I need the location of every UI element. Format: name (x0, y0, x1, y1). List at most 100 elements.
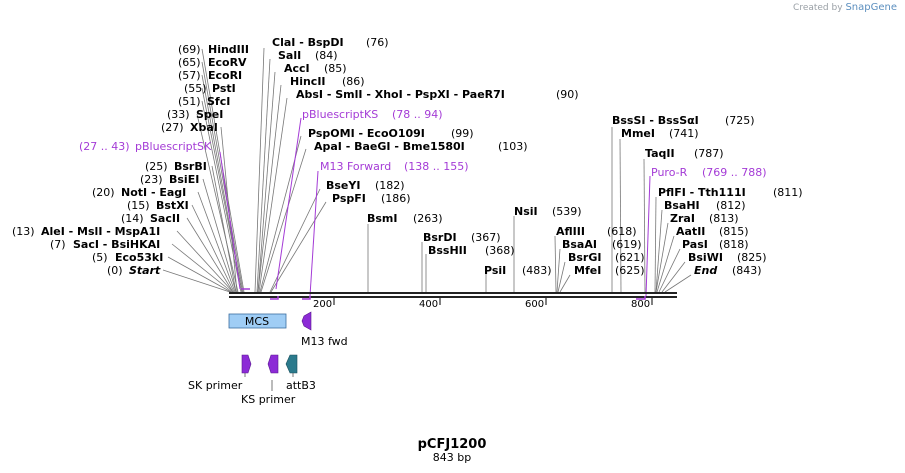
site-bstxi[interactable]: BstXI (156, 199, 189, 212)
site-pos: (55) (184, 82, 207, 95)
site-pos: (787) (694, 147, 724, 160)
site-bsiei[interactable]: BsiEI (169, 173, 199, 186)
site-pos: (368) (485, 244, 515, 257)
site-bseyi[interactable]: BseYI (326, 179, 360, 192)
site-pos: (23) (140, 173, 163, 186)
ruler: 200 400 600 800 (313, 298, 653, 310)
site-pos: (618) (607, 225, 637, 238)
feature-attb3[interactable]: attB3 (285, 354, 316, 392)
site-pos: (20) (92, 186, 115, 199)
site-alei-msli-mspa1i[interactable]: AleI - MslI - MspA1I (41, 225, 160, 238)
site-labels-left: (69) HindIII (65) EcoRV (57) EcoRI (55) … (12, 43, 249, 277)
primer-pos: (769 .. 788) (702, 166, 767, 179)
site-ecori[interactable]: EcoRI (208, 69, 242, 82)
site-psii[interactable]: PsiI (484, 264, 506, 277)
site-sali[interactable]: SalI (278, 49, 301, 62)
site-pos: (65) (178, 56, 201, 69)
primer-leaders (219, 117, 651, 297)
site-sfci[interactable]: SfcI (207, 95, 230, 108)
site-start[interactable]: Start (129, 264, 161, 277)
site-bsrgi[interactable]: BsrGI (568, 251, 601, 264)
site-hincii[interactable]: HincII (290, 75, 326, 88)
site-pos: (57) (178, 69, 201, 82)
site-mmei[interactable]: MmeI (621, 127, 655, 140)
site-pos: (69) (178, 43, 201, 56)
site-absi-group[interactable]: AbsI - SmlI - XhoI - PspXI - PaeR7I (296, 88, 505, 101)
site-end[interactable]: End (694, 264, 717, 277)
sequence-backbone (229, 292, 677, 298)
m13-fwd-label: M13 fwd (301, 335, 348, 348)
site-pos: (5) (92, 251, 108, 264)
site-bsaai[interactable]: BsaAI (562, 238, 597, 251)
site-noti-eagi[interactable]: NotI - EagI (121, 186, 186, 199)
site-acci[interactable]: AccI (284, 62, 310, 75)
site-pos: (84) (315, 49, 338, 62)
credit-brand: SnapGene (845, 2, 897, 13)
ruler-tick-400: 400 (419, 299, 438, 310)
site-pos: (812) (716, 199, 746, 212)
site-pos: (741) (669, 127, 699, 140)
primer-puro-r[interactable]: Puro-R (651, 166, 688, 179)
site-pos: (813) (709, 212, 739, 225)
site-taqii[interactable]: TaqII (645, 147, 675, 160)
site-sacii[interactable]: SacII (150, 212, 180, 225)
site-bsiwi[interactable]: BsiWI (688, 251, 723, 264)
site-clai-bspdi[interactable]: ClaI - BspDI (272, 36, 344, 49)
site-pspomi-ecoo109i[interactable]: PspOMI - EcoO109I (308, 127, 425, 140)
site-afliii[interactable]: AflIII (556, 225, 585, 238)
site-pos: (7) (50, 238, 66, 251)
site-pos: (483) (522, 264, 552, 277)
site-psti[interactable]: PstI (212, 82, 236, 95)
credit-prefix: Created by (793, 3, 843, 13)
primer-pbluescriptks[interactable]: pBluescriptKS (302, 108, 378, 121)
site-mfei[interactable]: MfeI (574, 264, 601, 277)
primer-m13-forward[interactable]: M13 Forward (320, 160, 391, 173)
site-pasi[interactable]: PasI (682, 238, 708, 251)
site-pos: (825) (737, 251, 767, 264)
feature-sk-primer[interactable]: SK primer (188, 354, 252, 392)
site-aatii[interactable]: AatII (676, 225, 705, 238)
site-pos: (625) (615, 264, 645, 277)
site-pos: (85) (324, 62, 347, 75)
site-bsahi[interactable]: BsaHI (664, 199, 700, 212)
site-pflfi-tth111i[interactable]: PflFI - Tth111I (658, 186, 746, 199)
site-pos: (263) (413, 212, 443, 225)
site-pos: (86) (342, 75, 365, 88)
site-bsshii[interactable]: BssHII (428, 244, 467, 257)
feature-m13-fwd[interactable]: M13 fwd (301, 311, 348, 348)
ruler-tick-200: 200 (313, 299, 332, 310)
site-xbai[interactable]: XbaI (190, 121, 218, 134)
feature-ks-primer[interactable]: KS primer (241, 354, 296, 406)
site-eco53ki[interactable]: Eco53kI (115, 251, 163, 264)
primer-pbluescriptsk[interactable]: pBluescriptSK (135, 140, 212, 153)
site-nsii[interactable]: NsiI (514, 205, 538, 218)
site-pspfi[interactable]: PspFI (332, 192, 366, 205)
sk-primer-label: SK primer (188, 379, 243, 392)
site-labels-middle: ClaI - BspDI (76) SalI (84) AccI (85) Hi… (272, 36, 582, 277)
plasmid-length: 843 bp (433, 451, 471, 464)
site-spei[interactable]: SpeI (196, 108, 223, 121)
snapgene-credit: Created by SnapGene (793, 2, 897, 13)
site-zrai[interactable]: ZraI (670, 212, 695, 225)
primer-marks (241, 288, 646, 300)
ruler-tick-800: 800 (631, 299, 650, 310)
site-pos: (90) (556, 88, 579, 101)
site-bsrbi[interactable]: BsrBI (174, 160, 207, 173)
primer-pos: (27 .. 43) (79, 140, 130, 153)
site-labels-right: BssSI - BssSαI (725) MmeI (741) TaqII (7… (556, 114, 803, 277)
attb3-label: attB3 (286, 379, 316, 392)
site-bsrdi[interactable]: BsrDI (423, 231, 457, 244)
site-bsmi[interactable]: BsmI (367, 212, 398, 225)
site-bsssi-group[interactable]: BssSI - BssSαI (612, 114, 699, 127)
site-pos: (103) (498, 140, 528, 153)
feature-mcs[interactable]: MCS (228, 313, 287, 329)
site-pos: (539) (552, 205, 582, 218)
site-pos: (76) (366, 36, 389, 49)
site-ecorv[interactable]: EcoRV (208, 56, 247, 69)
primer-pos: (138 .. 155) (404, 160, 469, 173)
site-pos: (619) (612, 238, 642, 251)
site-saci-bsihkai[interactable]: SacI - BsiHKAI (73, 238, 160, 251)
site-hindiii[interactable]: HindIII (208, 43, 249, 56)
site-apai-group[interactable]: ApaI - BaeGI - Bme1580I (314, 140, 465, 153)
